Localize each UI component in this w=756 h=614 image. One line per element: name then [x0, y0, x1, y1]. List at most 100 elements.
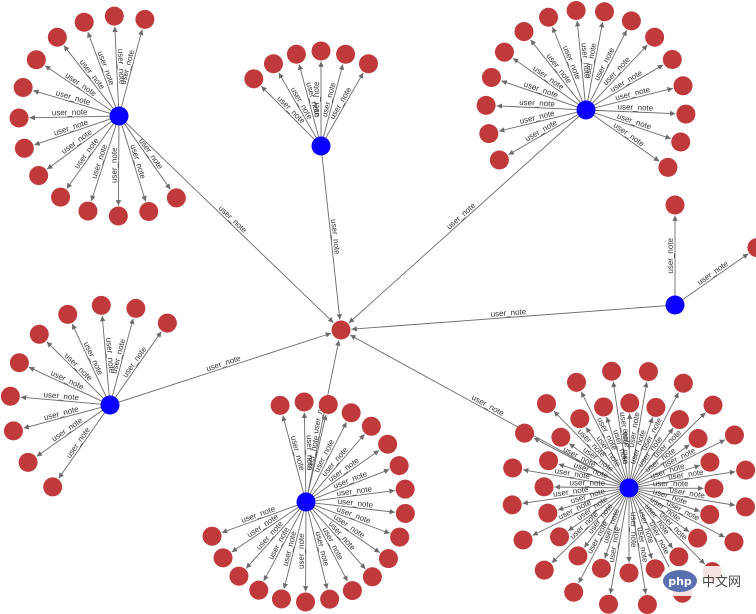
leaf-node[interactable] [538, 503, 558, 523]
leaf-node[interactable] [270, 395, 290, 415]
leaf-node[interactable] [489, 150, 509, 170]
leaf-node[interactable] [567, 372, 587, 392]
leaf-node[interactable] [271, 589, 291, 609]
leaf-node[interactable] [166, 188, 186, 208]
leaf-node[interactable] [294, 392, 314, 412]
leaf-node[interactable] [747, 238, 756, 258]
leaf-node[interactable] [619, 563, 639, 583]
leaf-node[interactable] [341, 403, 361, 423]
leaf-node[interactable] [550, 527, 570, 547]
leaf-node[interactable] [481, 67, 501, 87]
leaf-node[interactable] [724, 532, 744, 552]
leaf-node[interactable] [389, 456, 409, 476]
leaf-node[interactable] [503, 458, 523, 478]
leaf-node[interactable] [673, 373, 693, 393]
leaf-node[interactable] [599, 594, 619, 614]
leaf-node[interactable] [47, 27, 67, 47]
leaf-node[interactable] [3, 421, 23, 441]
leaf-node[interactable] [621, 11, 641, 31]
leaf-node[interactable] [676, 104, 696, 124]
leaf-node[interactable] [537, 394, 557, 414]
leaf-node[interactable] [700, 452, 720, 472]
leaf-node[interactable] [646, 397, 666, 417]
leaf-node[interactable] [378, 434, 398, 454]
leaf-node[interactable] [29, 324, 49, 344]
leaf-node[interactable] [378, 549, 398, 569]
leaf-node[interactable] [514, 22, 534, 42]
leaf-node[interactable] [638, 362, 658, 382]
leaf-node[interactable] [688, 528, 708, 548]
leaf-node[interactable] [264, 54, 283, 74]
leaf-node[interactable] [570, 409, 590, 429]
leaf-node[interactable] [249, 580, 269, 600]
leaf-node[interactable] [568, 546, 588, 566]
leaf-node[interactable] [566, 0, 586, 20]
leaf-node[interactable] [336, 44, 356, 64]
leaf-node[interactable] [91, 295, 111, 315]
leaf-node[interactable] [139, 201, 159, 221]
leaf-node[interactable] [658, 157, 678, 177]
leaf-node[interactable] [395, 479, 415, 499]
leaf-node[interactable] [286, 44, 306, 64]
hub-node[interactable] [619, 478, 639, 498]
leaf-node[interactable] [703, 395, 723, 415]
leaf-node[interactable] [202, 526, 222, 546]
leaf-node[interactable] [688, 428, 708, 448]
leaf-node[interactable] [157, 313, 177, 333]
leaf-node[interactable] [362, 567, 382, 587]
leaf-node[interactable] [342, 581, 362, 601]
leaf-node[interactable] [594, 397, 614, 417]
leaf-node[interactable] [602, 361, 622, 381]
leaf-node[interactable] [673, 76, 693, 96]
leaf-node[interactable] [311, 41, 331, 61]
leaf-node[interactable] [591, 558, 611, 578]
leaf-node[interactable] [539, 451, 559, 471]
leaf-node[interactable] [620, 393, 640, 413]
leaf-node[interactable] [534, 560, 554, 580]
leaf-node[interactable] [26, 50, 46, 70]
hub-node[interactable] [576, 100, 596, 120]
leaf-node[interactable] [534, 477, 554, 497]
leaf-node[interactable] [18, 452, 38, 472]
leaf-node[interactable] [126, 298, 146, 318]
leaf-node[interactable] [665, 195, 685, 215]
leaf-node[interactable] [244, 69, 264, 89]
hub-node[interactable] [311, 136, 331, 156]
leaf-node[interactable] [513, 530, 533, 550]
leaf-node[interactable] [51, 187, 71, 207]
leaf-node[interactable] [551, 427, 571, 447]
hub-node[interactable] [665, 295, 685, 315]
leaf-node[interactable] [78, 201, 98, 221]
leaf-node[interactable] [736, 460, 756, 480]
leaf-node[interactable] [14, 138, 34, 158]
leaf-node[interactable] [390, 527, 410, 547]
leaf-node[interactable] [359, 54, 378, 74]
leaf-node[interactable] [724, 425, 744, 445]
leaf-node[interactable] [479, 124, 499, 144]
leaf-node[interactable] [318, 395, 338, 415]
leaf-node[interactable] [135, 9, 155, 29]
root-node[interactable] [331, 320, 351, 340]
leaf-node[interactable] [361, 416, 381, 436]
leaf-node[interactable] [108, 206, 128, 226]
leaf-node[interactable] [9, 108, 29, 128]
hub-node[interactable] [109, 106, 129, 126]
hub-node[interactable] [100, 395, 120, 415]
leaf-node[interactable] [564, 582, 584, 602]
leaf-node[interactable] [735, 497, 755, 517]
leaf-node[interactable] [645, 559, 665, 579]
leaf-node[interactable] [213, 548, 233, 568]
leaf-node[interactable] [539, 7, 559, 27]
leaf-node[interactable] [700, 505, 720, 525]
leaf-node[interactable] [494, 42, 514, 62]
leaf-node[interactable] [704, 478, 724, 498]
leaf-node[interactable] [296, 592, 316, 612]
leaf-node[interactable] [104, 6, 124, 26]
leaf-node[interactable] [0, 386, 20, 406]
leaf-node[interactable] [29, 166, 49, 186]
leaf-node[interactable] [320, 589, 340, 609]
hub-node[interactable] [296, 492, 316, 512]
leaf-node[interactable] [43, 477, 63, 497]
leaf-node[interactable] [476, 95, 496, 115]
leaf-node[interactable] [395, 503, 415, 523]
